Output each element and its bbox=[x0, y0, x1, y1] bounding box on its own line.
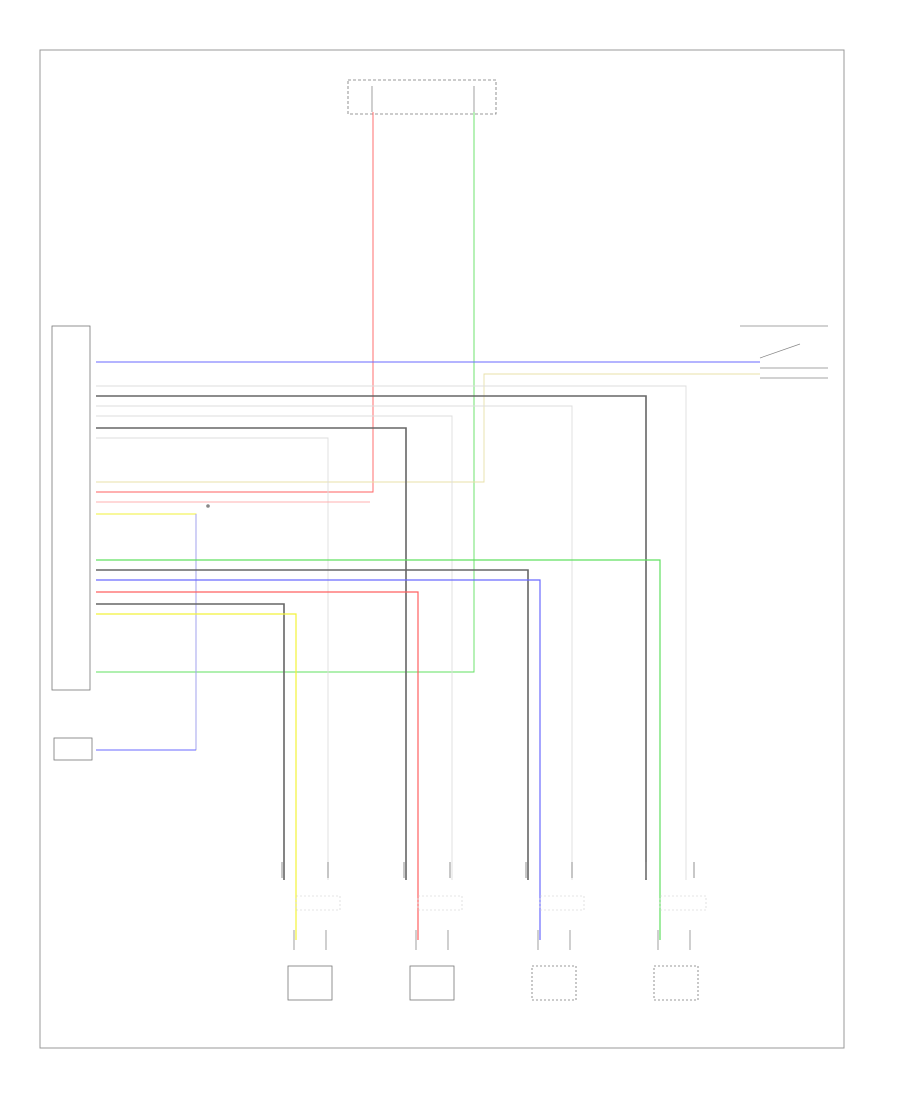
sensor-3-box bbox=[531, 965, 577, 1001]
sensor-2-box bbox=[409, 965, 455, 1001]
wire-black-s2 bbox=[96, 427, 407, 880]
wire-gray-s3 bbox=[96, 405, 573, 880]
small-module bbox=[53, 737, 93, 761]
top-connector-box bbox=[347, 79, 497, 115]
sensor-1 bbox=[287, 965, 333, 1001]
wire-red-top bbox=[96, 112, 374, 493]
wire-black-s3 bbox=[96, 569, 529, 880]
top-connector bbox=[347, 79, 497, 115]
wire-tan-switch bbox=[96, 373, 760, 483]
wire-green-s4 bbox=[96, 559, 661, 940]
diagram-frame bbox=[39, 49, 845, 1049]
control-module bbox=[51, 325, 91, 691]
wire-yellow-splice bbox=[96, 513, 197, 751]
wire-yellow-s1 bbox=[96, 613, 297, 940]
switch-contact bbox=[759, 343, 801, 359]
splice-dot bbox=[206, 504, 210, 508]
sensor-connector-4 bbox=[659, 895, 707, 911]
wire-black-s4 bbox=[96, 395, 647, 880]
small-module-box bbox=[53, 737, 93, 761]
sensor-3 bbox=[531, 965, 577, 1001]
sensor-1-box bbox=[287, 965, 333, 1001]
control-module-box bbox=[51, 325, 91, 691]
wire-gray-s2b bbox=[96, 415, 453, 880]
wire-blue-s3 bbox=[96, 579, 541, 940]
sensor-connectors bbox=[281, 862, 707, 950]
wire-black-s1 bbox=[96, 603, 285, 880]
wire-gray-s1b bbox=[96, 437, 329, 880]
sensor-connector-2 bbox=[417, 895, 463, 911]
sensor-4-box bbox=[653, 965, 699, 1001]
sensor-4 bbox=[653, 965, 699, 1001]
sensor-connector-1 bbox=[295, 895, 341, 911]
sensor-connector-3 bbox=[539, 895, 585, 911]
switch bbox=[740, 325, 828, 379]
wire-harness bbox=[96, 112, 760, 940]
wire-gray-switch bbox=[96, 385, 687, 880]
wire-red-s2 bbox=[96, 591, 419, 940]
wire-green-top bbox=[96, 112, 475, 673]
sensor-2 bbox=[409, 965, 455, 1001]
